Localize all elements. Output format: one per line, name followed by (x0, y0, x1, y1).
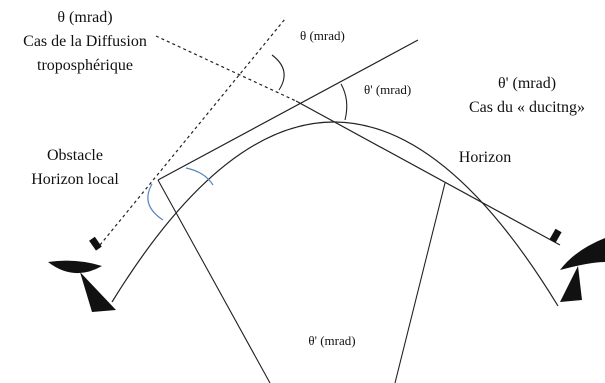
left-beam-dotted-line (99, 18, 286, 246)
theta-header-line2: Cas de la Diffusion (23, 33, 147, 50)
obstacle-radius-line (157, 179, 271, 383)
horizon-to-right-antenna-line (295, 100, 561, 246)
theta-angle-arc (271, 54, 285, 91)
obstacle-angle-arc (147, 183, 164, 221)
theta-prime-angle-label: θ' (mrad) (364, 82, 411, 97)
obstacle-label-line1: Obstacle (47, 147, 103, 164)
obstacle-label-line2: Horizon local (31, 171, 119, 188)
theta-header-line3: troposphérique (37, 57, 133, 74)
obstacle-upper-angle-arc (185, 167, 214, 186)
left-antenna-icon (48, 236, 116, 312)
theta-prime-header-line1: θ' (mrad) (498, 75, 556, 92)
horizon-label: Horizon (459, 149, 511, 166)
theta-prime-header-line2: Cas du « ducitng» (469, 99, 585, 116)
theta-prime-angle-arc (340, 83, 348, 121)
theta-prime-bottom-label: θ' (mrad) (308, 333, 355, 348)
horizon-radius-line (394, 182, 446, 383)
obstacle-tangent-line (157, 39, 419, 181)
theta-angle-label: θ (mrad) (300, 28, 345, 43)
right-antenna-icon (549, 228, 605, 302)
theta-header-line1: θ (mrad) (57, 9, 112, 26)
horizon-ray-dotted-line (155, 35, 297, 102)
